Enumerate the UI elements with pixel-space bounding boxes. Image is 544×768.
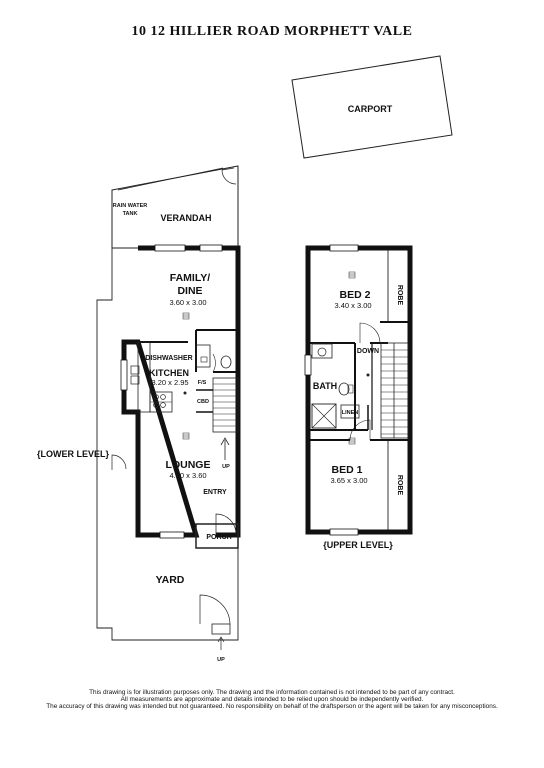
upper-stair-treads: [381, 349, 408, 435]
down-label: DOWN: [357, 348, 379, 355]
upper-stairs: [380, 342, 409, 439]
disclaimer-line-1: This drawing is for illustration purpose…: [89, 689, 455, 696]
family-dine-label-line2: DINE: [177, 285, 202, 297]
upper-level: BED 2 3.40 x 3.00 ROBE DOWN BATH LINEN B…: [304, 244, 413, 550]
fs-label: F/S: [198, 380, 207, 386]
sink-icon: [130, 365, 140, 375]
shower-icon: [311, 403, 337, 429]
cooktop-icon: [153, 394, 166, 408]
robe-top-label: ROBE: [396, 285, 403, 306]
bed1-size: 3.65 x 3.00: [330, 476, 367, 485]
kitchen-size: 3.20 x 2.95: [151, 378, 188, 387]
toilet-icon: [220, 355, 232, 369]
basin-icon: [317, 347, 327, 357]
lounge-label: LOUNGE: [166, 459, 211, 471]
porch-outline: [195, 523, 239, 549]
disclaimer-line-2: All measurements are approximate and det…: [120, 696, 424, 703]
up-stairs-label: UP: [222, 464, 230, 470]
family-dine-label-line1: FAMILY/: [170, 272, 211, 284]
rain-water-tank-label-line2: TANK: [123, 211, 138, 217]
entry-door-icon: [215, 513, 237, 535]
vent-icons: [182, 271, 356, 445]
upper-toilet-icon: [338, 382, 350, 396]
page-title: 10 12 HILLIER ROAD MORPHETT VALE: [131, 24, 413, 39]
yard-step: [211, 623, 231, 635]
upper-level-label: {UPPER LEVEL}: [323, 540, 393, 550]
carport-label: CARPORT: [348, 104, 393, 114]
verandah-door-icon: [221, 167, 237, 185]
lower-stair-treads: [213, 383, 238, 427]
lower-level-label: {LOWER LEVEL}: [37, 449, 110, 459]
lower-stairs: [212, 377, 239, 433]
kitchen-label: KITCHEN: [149, 368, 189, 378]
bed2-size: 3.40 x 3.00: [334, 301, 371, 310]
bed1-label: BED 1: [332, 464, 363, 476]
upper-house-walls: [305, 245, 413, 535]
dishwasher-label: DISHWASHER: [145, 355, 192, 362]
bed1-door-icon: [349, 419, 371, 441]
bed2-door-icon: [359, 322, 381, 344]
family-dine-size: 3.60 x 3.00: [169, 298, 206, 307]
porch-label: PORCH: [206, 534, 231, 541]
yard-boundary: [96, 248, 239, 641]
up-yard-label: UP: [217, 657, 225, 663]
yard-gate-icon: [199, 594, 231, 625]
rain-water-tank-label-line1: RAIN WATER: [113, 203, 147, 209]
carport-area: CARPORT: [291, 55, 453, 159]
robe-bottom-label: ROBE: [396, 475, 403, 496]
up-arrow-stairs-icon: [220, 437, 230, 446]
bath-label: BATH: [313, 381, 337, 391]
verandah-label: VERANDAH: [160, 213, 211, 223]
side-gate-icon: [111, 454, 127, 470]
bed2-label: BED 2: [340, 289, 371, 301]
disclaimer-line-3: The accuracy of this drawing was intende…: [46, 703, 498, 710]
entry-label: ENTRY: [203, 489, 227, 496]
yard-label: YARD: [156, 574, 185, 586]
up-arrow-yard-icon: [217, 636, 225, 643]
linen-label: LINEN: [342, 410, 359, 416]
lower-level: RAIN WATER TANK VERANDAH: [37, 165, 370, 663]
lounge-size: 4.40 x 3.60: [169, 471, 206, 480]
cbd-label: CBD: [197, 399, 209, 405]
